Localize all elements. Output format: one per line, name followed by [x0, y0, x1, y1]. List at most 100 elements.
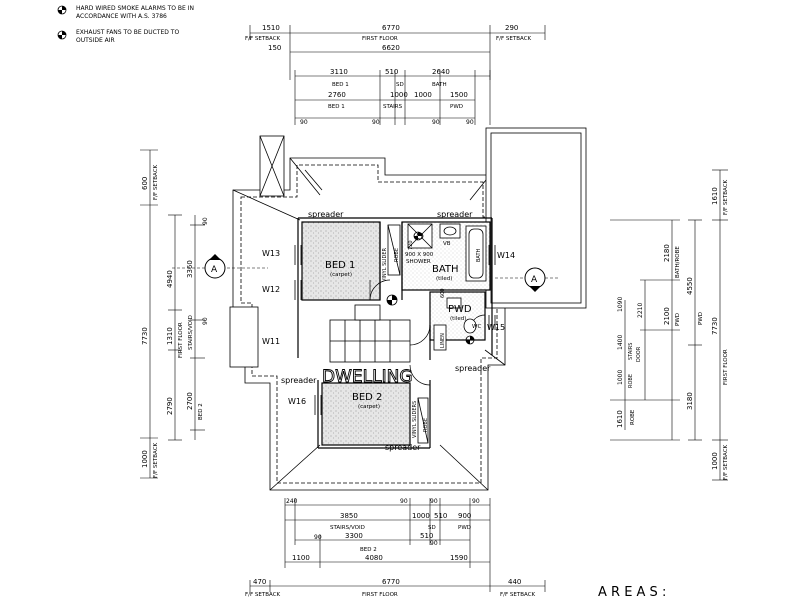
vinyl-slider-label-bed1: VINYL SLIDER [382, 247, 388, 282]
dim-bottom-90-b: 90 [430, 498, 438, 505]
dim-top-90-b: 90 [372, 119, 380, 126]
chimney-box [259, 135, 285, 197]
exhaust-fan-icon [57, 30, 67, 40]
vb-label: VB [443, 241, 451, 247]
dim-top-stairs-label: STAIRS [383, 104, 403, 110]
dim-right-first-floor-label: FIRST FLOOR [723, 349, 729, 385]
dim-left-stairs-label: STAIRS/VOID [188, 315, 194, 350]
areas-title: A R E A S : [598, 585, 666, 600]
spreader-3: spreader [281, 376, 317, 385]
dim-top-2760: 2760 [328, 91, 346, 99]
dim-top-sd-label: SD [396, 82, 404, 88]
shower-label: SHOWER [406, 259, 431, 265]
top-dimensions [249, 25, 546, 125]
dim-left-2700: 2700 [186, 392, 194, 410]
dim-bottom-90-d: 90 [314, 534, 322, 541]
toilet [463, 318, 477, 334]
window-labels: W13 W12 W11 W14 W15 W16 [262, 249, 515, 406]
dim-right-1610: 1610 [711, 187, 719, 205]
dim-bottom-bed2-label: BED 2 [360, 547, 377, 553]
dim-bottom-90-a: 90 [400, 498, 408, 505]
dim-right-1400: 1400 [617, 335, 624, 350]
dim-top-first-floor: 6770 [382, 24, 400, 32]
dim-right-1090: 1090 [617, 297, 624, 312]
room-bed2-name: BED 2 [352, 392, 382, 403]
bottom-dimensions [249, 498, 546, 592]
dim-bottom-900: 900 [458, 512, 471, 520]
dim-top-1000-a: 1000 [390, 91, 408, 99]
spreader-labels: spreader spreader spreader spreader spre… [281, 210, 491, 452]
dim-right-3180: 3180 [686, 392, 694, 410]
dim-600-label: 600 [440, 288, 446, 298]
section-marker-right: A [495, 267, 560, 292]
note-2-line-1: EXHAUST FANS TO BE DUCTED TO [76, 29, 179, 36]
dim-top-bed1-label-2: BED 1 [328, 104, 345, 110]
section-marker-left: A [172, 254, 268, 279]
dim-top-90-d: 90 [466, 119, 474, 126]
room-bed1-name: BED 1 [325, 260, 355, 271]
dim-left-7730: 7730 [141, 327, 149, 345]
note-1-line-1: HARD WIRED SMOKE ALARMS TO BE IN [76, 5, 194, 12]
window-w14: W14 [497, 251, 515, 260]
dim-left-first-floor-label: FIRST FLOOR [178, 322, 184, 358]
top-dimension-text: 1510 F/F SETBACK 6770 FIRST FLOOR 290 F/… [245, 24, 532, 126]
dim-left-4940: 4940 [166, 270, 174, 288]
dim-bottom-440: 440 [508, 578, 521, 586]
window-w12: W12 [262, 285, 280, 294]
linen-cabinet [433, 324, 447, 351]
bath-fixture-label: BATH [476, 248, 482, 262]
dim-right-4550: 4550 [686, 277, 694, 295]
dim-top-pwd-label: PWD [450, 104, 463, 110]
dim-right-stairs-label: STAIRS [628, 343, 634, 360]
bottom-dimension-text: 240 90 90 90 3850 1000 510 900 STAIRS/VO… [245, 498, 536, 598]
dim-right-2100: 2100 [663, 307, 671, 325]
left-dimensions [140, 149, 205, 479]
left-projection [229, 306, 259, 368]
dim-right-robe-label: ROBE [630, 409, 636, 425]
dim-right-2210: 2210 [637, 303, 644, 318]
dim-bottom-first-floor-label: FIRST FLOOR [362, 592, 398, 598]
linen-label: LINEN [440, 333, 446, 348]
stairs [329, 304, 411, 363]
dim-top-setback-right: 290 [505, 24, 518, 32]
fixture-labels: 900 X 900 SHOWER VB BATH ROBE VINYL SLID… [382, 240, 482, 438]
dim-bottom-3850: 3850 [340, 512, 358, 520]
spreader-2: spreader [437, 210, 473, 219]
dim-top-90-c: 90 [432, 119, 440, 126]
dim-right-bath-robe-label: BATH/ROBE [675, 246, 681, 278]
dim-bottom-setback-right-label: F/F SETBACK [500, 592, 536, 598]
dim-bottom-1000: 1000 [412, 512, 430, 520]
dim-right-setback-bottom-label: F/F SETBACK [723, 444, 729, 480]
dim-left-90-b: 90 [202, 317, 209, 325]
dim-bottom-240: 240 [286, 498, 298, 505]
spreader-1: spreader [308, 210, 344, 219]
dwelling-label: DWELLING [322, 367, 413, 387]
dim-top-setback-left: 1510 [262, 24, 280, 32]
window-marks [294, 245, 496, 415]
dim-right-1000: 1000 [711, 452, 719, 470]
dim-right-setback-top-label: F/F SETBACK [723, 179, 729, 215]
room-pwd-finish: (tiled) [450, 316, 466, 322]
dim-left-3360: 3360 [186, 260, 194, 278]
dim-left-2790: 2790 [166, 397, 174, 415]
dim-bottom-6770: 6770 [382, 578, 400, 586]
note-1-line-2: ACCORDANCE WITH A.S. 3786 [76, 13, 167, 20]
dim-bottom-510: 510 [434, 512, 447, 520]
internal-walls [297, 217, 493, 449]
dim-right-pwd-label-2: PWD [675, 313, 681, 326]
dim-top-setback-right-label: F/F SETBACK [496, 36, 532, 42]
dim-left-setback-top-label: F/F SETBACK [153, 164, 159, 200]
room-labels: BED 1 (carpet) BATH (tiled) PWD (tiled) … [322, 260, 472, 410]
note-2-line-2: OUTSIDE AIR [76, 37, 115, 44]
dim-right-1610-b: 1610 [616, 410, 624, 428]
vinyl-sliders-label-bed2: VINYL SLIDERS [412, 401, 418, 438]
robe-label-bed1: ROBE [394, 248, 400, 262]
bed2-floor [321, 382, 411, 446]
dim-top-510: 510 [385, 68, 398, 76]
dim-left-bed2-label: BED 2 [198, 403, 204, 420]
window-w15: W15 [487, 323, 505, 332]
dim-top-1500: 1500 [450, 91, 468, 99]
right-dimension-text: 1610 F/F SETBACK 7730 FIRST FLOOR 1000 F… [616, 179, 729, 480]
dim-top-2640: 2640 [432, 68, 450, 76]
dim-bottom-90-c: 90 [472, 498, 480, 505]
